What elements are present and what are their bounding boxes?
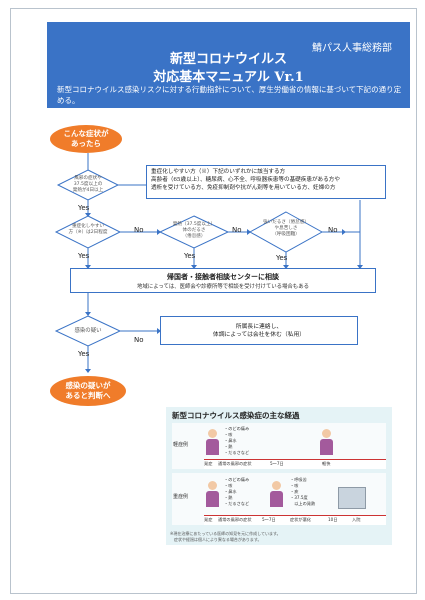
severe-early-symptoms: ・のどの痛み ・咳 ・鼻水 ・熱 ・だるさなど	[224, 477, 250, 506]
decision-5	[54, 315, 122, 347]
consultation-sub: 地域によっては、医師会や診療所等で相談を受け付けている場合もある	[137, 284, 309, 290]
decision-2-text: 重症化しやすい 方（※）は2日程度	[68, 224, 108, 235]
intro-text: 新型コロナウイルス感染リスクに対する行動指針について、厚生労働省の情報に基づいて…	[57, 85, 402, 105]
mild-timeline: 発症 通常の風邪の症状 5〜7日 軽快	[204, 459, 386, 469]
course-panel: 新型コロナウイルス感染症の主な経過 軽症例 ・のどの痛み ・咳 ・鼻水 ・熱 ・…	[166, 407, 392, 545]
onset-label: 発症	[204, 461, 213, 466]
severe-timeline: 発症 通常の風邪の症状 5〜7日 症状が悪化 10日 入院	[204, 515, 386, 525]
consultation-box: 帰国者・接触者相談センターに相談 地域によっては、医師会や診療所等で相談を受け付…	[70, 268, 376, 293]
person-recovered-icon	[320, 429, 334, 457]
decision-5-text: 感染の疑い	[74, 328, 102, 334]
end-oval: 感染の疑いが あると判断へ	[50, 376, 126, 406]
yes-label-2: Yes	[78, 252, 90, 260]
no-label-2: No	[232, 226, 242, 234]
decision-3-text: 発熱（37.5度以上） 体のだるさ （倦怠感）	[172, 222, 216, 239]
consultation-title: 帰国者・接触者相談センターに相談	[167, 273, 279, 281]
course-title: 新型コロナウイルス感染症の主な経過	[172, 411, 300, 420]
title-line2: 対応基本マニュアル Vr.1	[153, 70, 304, 85]
severe-label: 重症例	[173, 494, 189, 500]
yes-label-5: Yes	[78, 350, 90, 358]
report-box: 所属長に連絡し、 体調によっては会社を休む（私用）	[160, 316, 358, 345]
yes-label-3: Yes	[184, 252, 196, 260]
org-name: 鯖パス人事総務部	[312, 43, 392, 54]
person-icon	[206, 429, 220, 457]
person-icon	[206, 481, 220, 509]
severe-symptoms: ・呼吸苦 ・咳 ・痰 ・37.5度 以上の発熱	[290, 477, 316, 506]
decision-2	[54, 215, 122, 249]
mild-symptoms: ・のどの痛み ・咳 ・鼻水 ・熱 ・だるさなど	[224, 426, 250, 455]
high-risk-box: 重症化しやすい方（※）下記のいずれかに該当する方 高齢者（65歳以上）、糖尿病、…	[146, 165, 386, 199]
header-banner: 鯖パス人事総務部 新型コロナウイルス 対応基本マニュアル Vr.1 新型コロナウ…	[47, 22, 410, 108]
title-line1: 新型コロナウイルス	[169, 52, 287, 67]
start-oval: こんな症状が あったら	[50, 125, 122, 153]
no-label-4: No	[134, 336, 144, 344]
hospital-icon	[338, 487, 366, 509]
severe-row: 重症例 ・のどの痛み ・咳 ・鼻水 ・熱 ・だるさなど ・呼吸苦 ・咳 ・痰 ・…	[172, 473, 386, 525]
decision-1	[56, 169, 120, 201]
decision-4	[248, 211, 324, 253]
no-label-3: No	[328, 226, 338, 234]
mild-label: 軽症例	[173, 442, 189, 448]
mild-row: 軽症例 ・のどの痛み ・咳 ・鼻水 ・熱 ・だるさなど 発症 通常の風邪の症状 …	[172, 423, 386, 469]
decision-3	[158, 215, 230, 249]
report-text: 所属長に連絡し、 体調によっては会社を休む（私用）	[212, 324, 306, 338]
course-note: ※現在治療にあたっている医師の知見を元に作成しています。 症状や経過は個人により…	[170, 531, 281, 542]
decision-4-text: 強いだるさ（倦怠感） や息苦しさ （呼吸困難）	[263, 220, 309, 237]
no-label-1: No	[134, 226, 144, 234]
yes-label-4: Yes	[276, 254, 288, 262]
person-coughing-icon	[270, 481, 284, 509]
yes-label-1: Yes	[78, 204, 90, 212]
decision-1-text: 風邪の症状や 37.5度以上の 発熱が4日以上	[72, 176, 104, 193]
